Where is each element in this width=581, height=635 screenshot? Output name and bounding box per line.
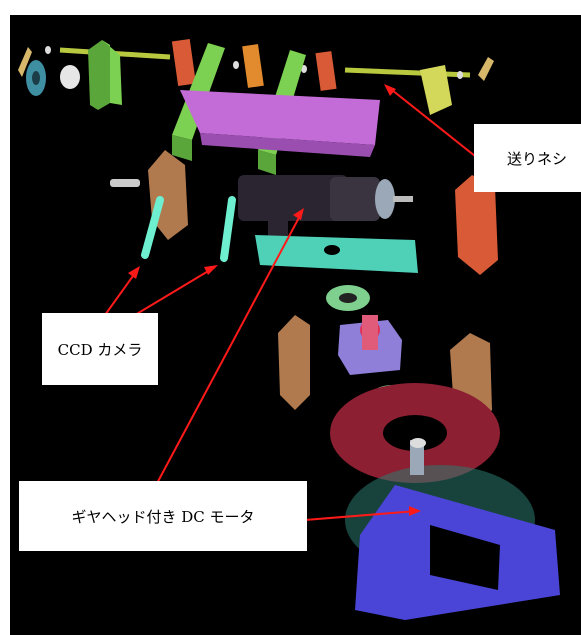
ccd-camera-2 — [220, 196, 236, 262]
orange-block-3 — [315, 51, 337, 91]
ccd-camera-1 — [141, 196, 164, 259]
callout-arrows — [104, 84, 481, 521]
orange-block-1 — [171, 38, 196, 87]
orange-side-block — [455, 175, 498, 275]
brown-bracket-left — [278, 315, 310, 410]
yellow-end-plate — [420, 65, 452, 115]
feed-screw-label: 送りネシ — [474, 124, 581, 192]
right-feed-screw — [344, 67, 471, 78]
violet-rail-plate — [180, 90, 380, 145]
ccd-camera-label: CCD カメラ — [42, 313, 158, 385]
dc-motor-label: ギヤヘッド付き DC モータ — [19, 481, 307, 551]
left-green-bracket — [88, 40, 122, 110]
orange-block-2 — [242, 44, 264, 88]
dc-motor-body — [238, 175, 413, 240]
